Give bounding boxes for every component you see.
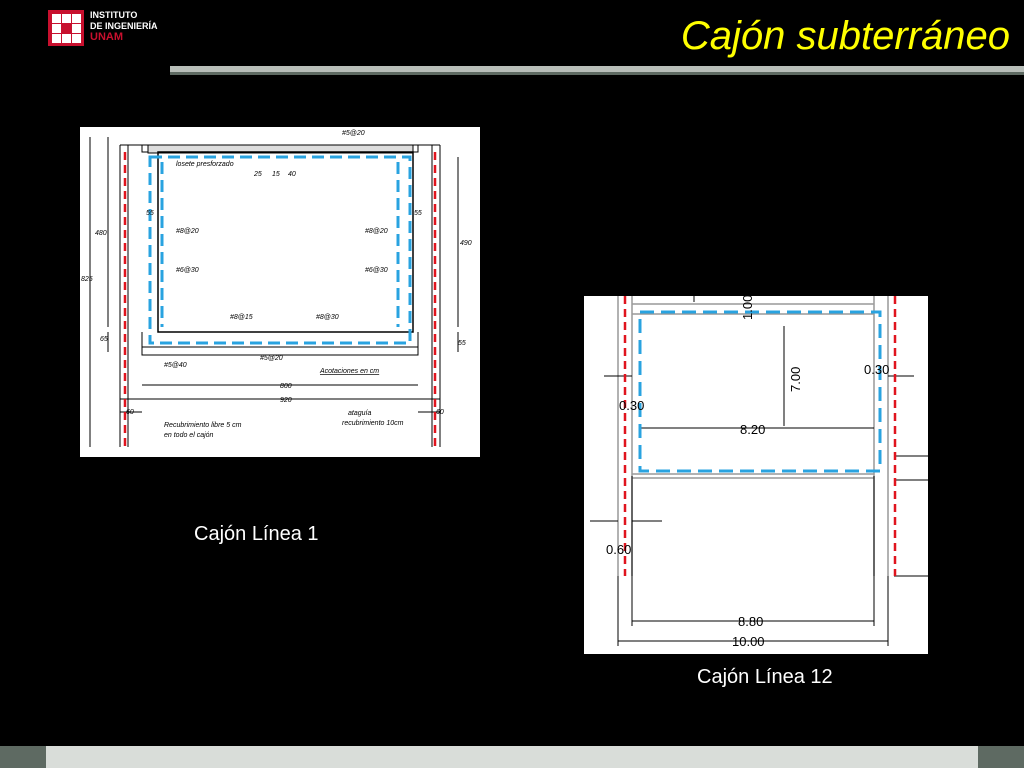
institute-logo: INSTITUTO DE INGENIERÍA UNAM: [48, 10, 178, 50]
label-d55-right: 55: [414, 210, 422, 217]
label-bar-r2: #6@30: [365, 267, 388, 274]
logo-line-3: UNAM: [90, 31, 123, 43]
label-d820: 8.20: [740, 422, 765, 437]
label-ataguia: ataguía: [348, 410, 371, 417]
label-d480: 480: [95, 230, 107, 237]
label-d15: 15: [272, 171, 280, 178]
label-d25: 25: [253, 171, 262, 178]
label-recubrimiento-2: en todo el cajón: [164, 432, 214, 439]
label-d825: 825: [81, 276, 93, 283]
label-d40: 40: [288, 171, 296, 178]
logo-line-1: INSTITUTO: [90, 10, 138, 20]
label-d880: 8.80: [738, 614, 763, 629]
caption-linea-1: Cajón Línea 1: [194, 523, 319, 545]
label-d920: 920: [280, 397, 292, 404]
figure-cajon-linea-1: #5@20 losete presforzado 25 15 40 55 55 …: [80, 127, 480, 457]
label-d65: 65: [100, 336, 108, 343]
label-d060: 0.60: [606, 542, 631, 557]
label-bar-l1: #8@20: [176, 228, 199, 235]
label-d60-right: 60: [436, 409, 444, 416]
drawing-linea-1: #5@20 losete presforzado 25 15 40 55 55 …: [81, 130, 472, 447]
logo-text: INSTITUTO DE INGENIERÍA UNAM: [90, 10, 158, 43]
label-bar-b2: #8@30: [316, 314, 339, 321]
title-rule-shadow: [170, 72, 1024, 75]
title-rule: [170, 66, 1024, 72]
figure-cajon-linea-12: 1.00 7.00 0.30 0.30 8.20 0.60 8.80 10.00: [584, 295, 928, 654]
label-bar-l2: #6@30: [176, 267, 199, 274]
label-bar-b4: #5@40: [164, 362, 187, 369]
footer-bar: [0, 746, 1024, 768]
footer-right-block: [978, 746, 1024, 768]
label-bar-b3: #5@20: [260, 355, 283, 362]
label-ataguia-recub: recubrimiento 10cm: [342, 420, 404, 427]
label-bar-b1: #8@15: [230, 314, 253, 321]
logo-line-2: DE INGENIERÍA: [90, 21, 158, 31]
label-losete: losete presforzado: [176, 161, 234, 168]
footer-left-block: [0, 746, 46, 768]
caption-linea-12: Cajón Línea 12: [697, 666, 833, 688]
label-acotaciones: Acotaciones en cm: [319, 368, 379, 375]
label-d030-right: 0.30: [864, 362, 889, 377]
label-bar-r1: #8@20: [365, 228, 388, 235]
label-d800: 800: [280, 383, 292, 390]
slide-title: Cajón subterráneo: [680, 14, 1010, 58]
label-recubrimiento-1: Recubrimiento libre 5 cm: [164, 422, 242, 429]
label-d55b: 55: [458, 340, 466, 347]
label-d1000: 10.00: [732, 634, 765, 649]
label-d55-left: 55: [146, 210, 154, 217]
label-d490: 490: [460, 240, 472, 247]
label-top-bar: #5@20: [342, 130, 365, 137]
logo-mark-icon: [48, 10, 84, 46]
label-d700: 7.00: [788, 367, 803, 392]
label-d60-left: 60: [126, 409, 134, 416]
label-d100: 1.00: [740, 296, 755, 320]
drawing-linea-12: 1.00 7.00 0.30 0.30 8.20 0.60 8.80 10.00: [590, 295, 928, 649]
label-d030-left: 0.30: [619, 398, 644, 413]
